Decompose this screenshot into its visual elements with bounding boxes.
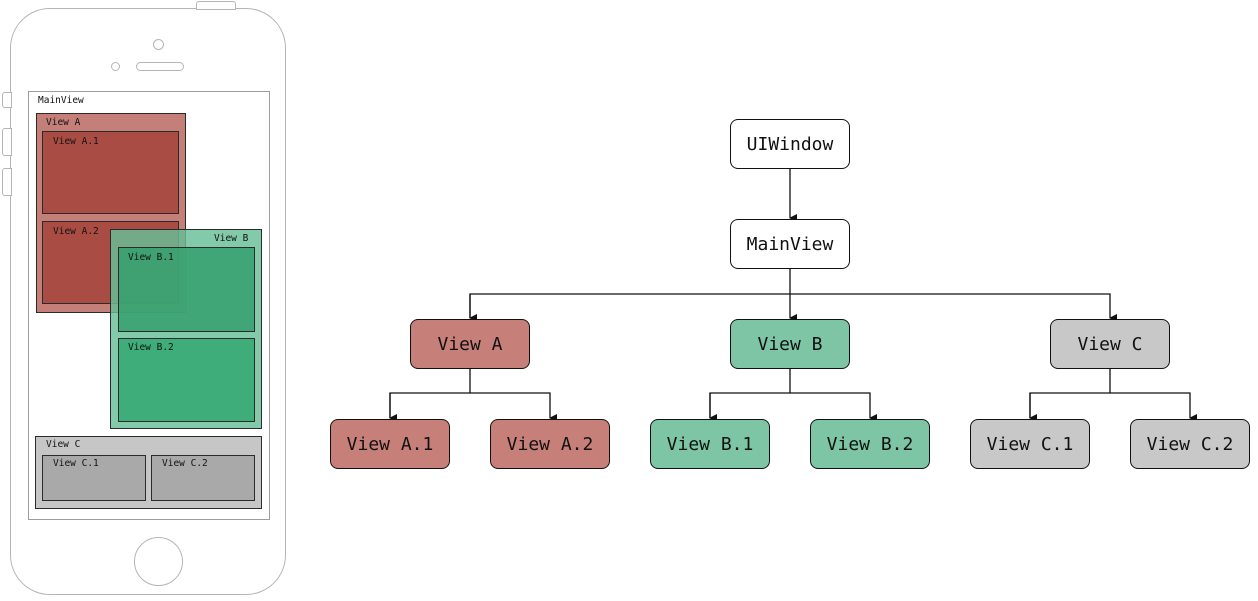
proximity-sensor-icon bbox=[111, 62, 120, 71]
speaker-icon bbox=[136, 62, 184, 71]
node-view-b: View B bbox=[730, 319, 850, 369]
mute-switch bbox=[2, 92, 12, 108]
view-a1-rect bbox=[42, 131, 179, 214]
edge-viewa-children bbox=[389, 392, 557, 422]
view-b-label: View B bbox=[214, 233, 249, 244]
node-view-b1: View B.1 bbox=[650, 419, 770, 469]
node-view-c: View C bbox=[1050, 319, 1170, 369]
power-button bbox=[196, 1, 236, 10]
view-a1-label: View A.1 bbox=[53, 136, 99, 147]
view-c2-rect bbox=[151, 455, 255, 501]
view-b1-label: View B.1 bbox=[128, 252, 174, 263]
volume-down-button bbox=[2, 168, 12, 196]
node-mainview: MainView bbox=[730, 219, 850, 269]
view-c2-label: View C.2 bbox=[162, 458, 208, 469]
node-view-a: View A bbox=[410, 319, 530, 369]
node-view-a1: View A.1 bbox=[330, 419, 450, 469]
node-view-c1: View C.1 bbox=[970, 419, 1090, 469]
view-b2-rect bbox=[118, 338, 255, 422]
node-view-c2: View C.2 bbox=[1130, 419, 1250, 469]
view-c1-label: View C.1 bbox=[53, 458, 99, 469]
volume-up-button bbox=[2, 128, 12, 156]
node-view-a2: View A.2 bbox=[490, 419, 610, 469]
node-uiwindow: UIWindow bbox=[730, 119, 850, 169]
view-a2-label: View A.2 bbox=[53, 226, 99, 237]
view-a-label: View A bbox=[46, 117, 81, 128]
front-camera-icon bbox=[153, 39, 164, 50]
view-b1-rect bbox=[118, 247, 255, 332]
mainview-label: MainView bbox=[38, 95, 84, 106]
view-c1-rect bbox=[42, 455, 146, 501]
edge-viewb-children bbox=[709, 392, 877, 422]
view-b2-label: View B.2 bbox=[128, 342, 174, 353]
view-c-label: View C bbox=[46, 439, 81, 450]
edge-viewc-children bbox=[1029, 392, 1197, 422]
node-view-b2: View B.2 bbox=[810, 419, 930, 469]
home-button bbox=[134, 537, 183, 586]
